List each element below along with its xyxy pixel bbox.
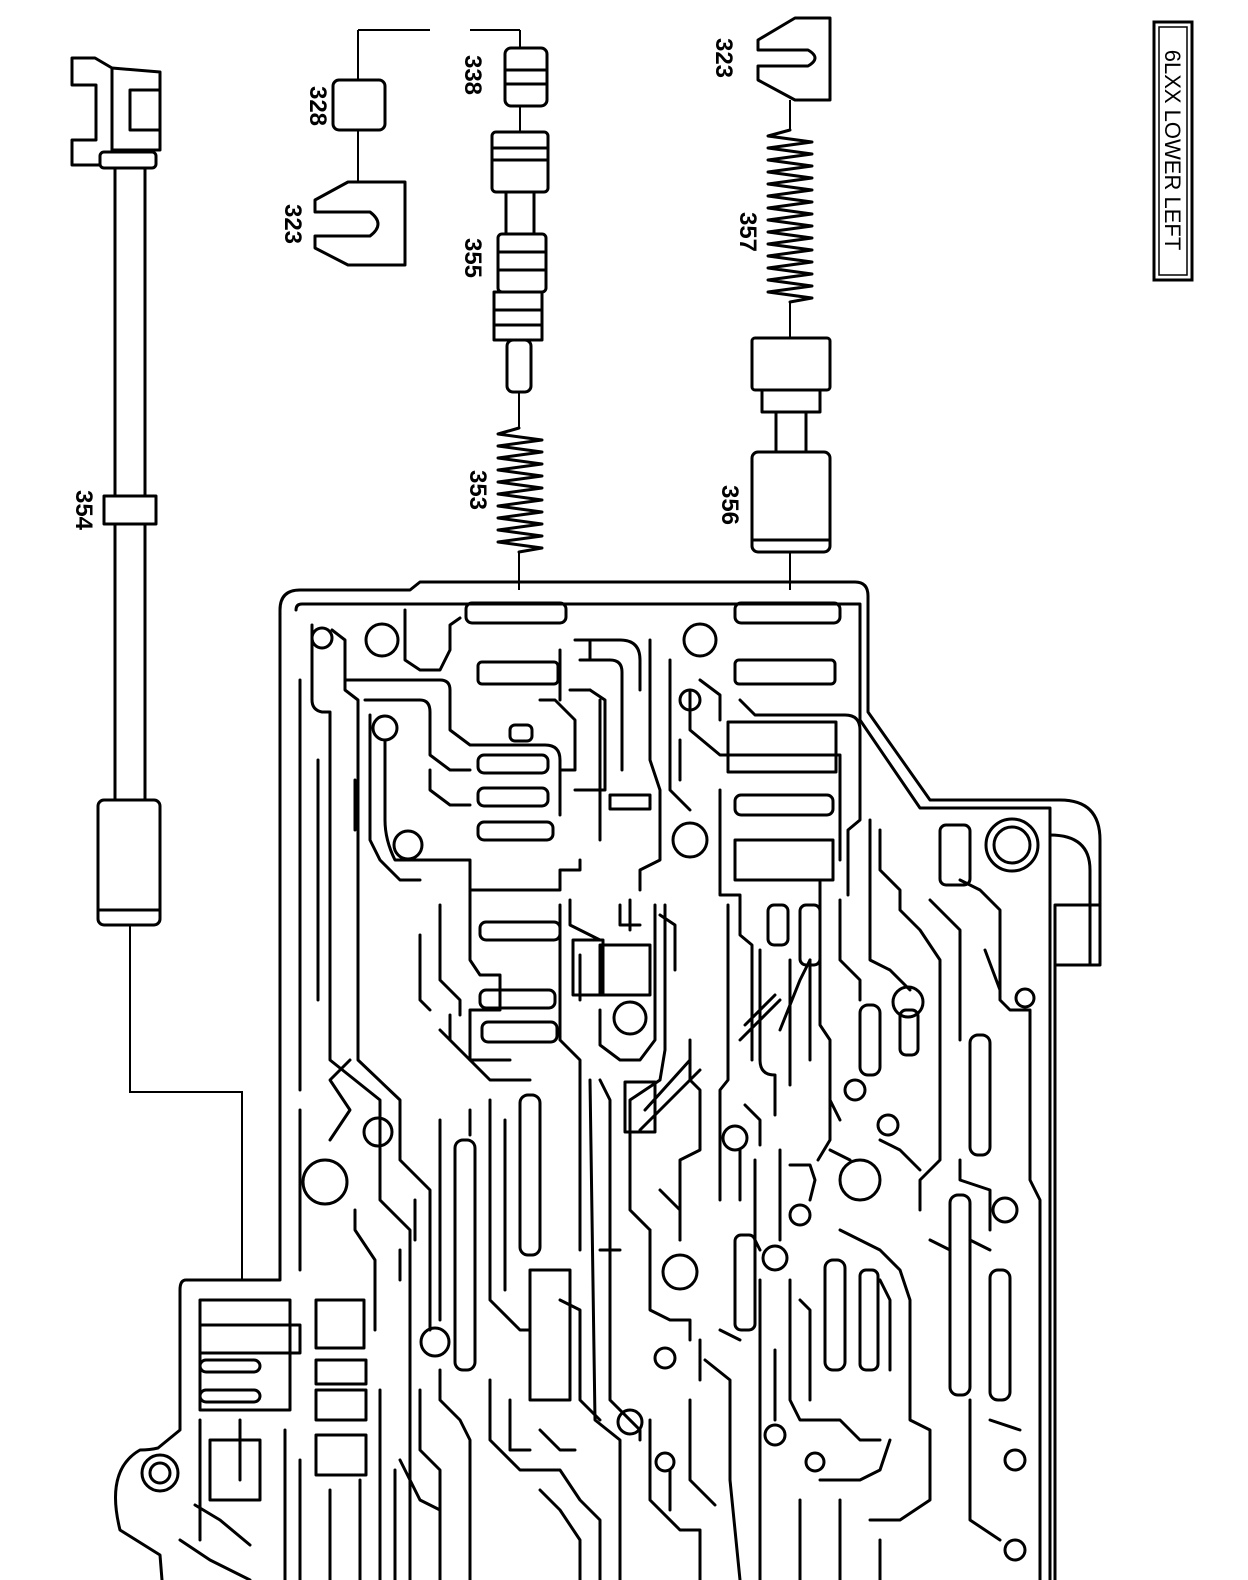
- lower-valve-body: [114, 580, 1102, 1580]
- wiring-harness-354: 354: [70, 56, 243, 1280]
- callout-354: 354: [70, 490, 97, 531]
- valve-train-323-357-356: 323 357 356: [710, 16, 832, 590]
- callout-353: 353: [464, 470, 491, 510]
- callout-323-lower: 323: [279, 204, 306, 244]
- title-box: 6LXX LOWER LEFT: [1152, 20, 1194, 282]
- callout-338: 338: [459, 55, 486, 95]
- valve-bores: [198, 601, 1012, 1502]
- callout-356: 356: [716, 485, 743, 525]
- diagram-title: 6LXX LOWER LEFT: [1160, 50, 1185, 251]
- callout-357: 357: [734, 212, 761, 252]
- callout-355: 355: [459, 238, 486, 278]
- fluid-passages: [178, 608, 1042, 1580]
- valve-train-328-323: 328 323: [279, 29, 520, 267]
- callout-323-upper: 323: [710, 38, 737, 78]
- valve-train-338-355-353: 338 355 353: [459, 30, 550, 590]
- valve-ports: [301, 622, 1027, 1562]
- callout-328: 328: [304, 86, 331, 126]
